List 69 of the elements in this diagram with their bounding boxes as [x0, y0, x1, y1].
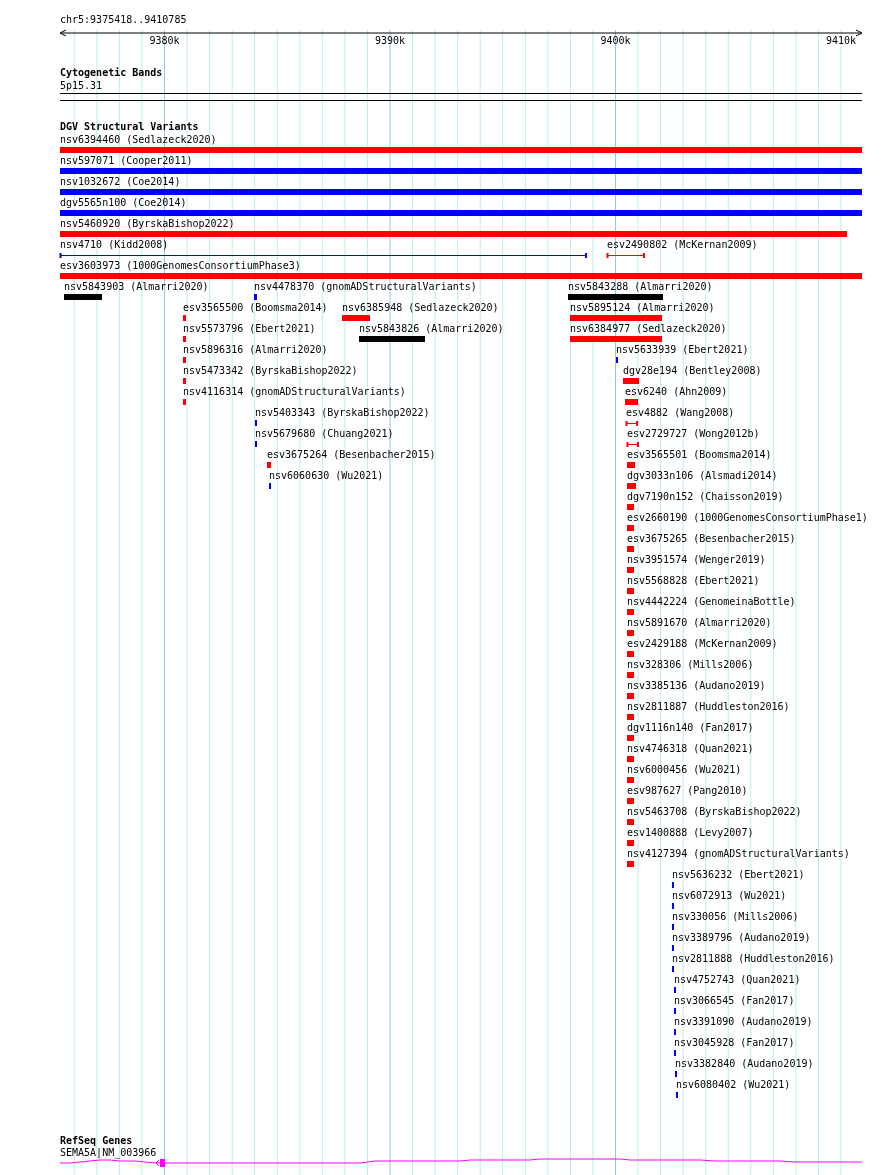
variant-label: nsv6080402 (Wu2021)	[676, 1079, 791, 1090]
variant-label: nsv4478370 (gnomADStructuralVariants)	[254, 281, 477, 292]
variant-label: nsv4127394 (gnomADStructuralVariants)	[627, 848, 850, 859]
variant-label: nsv2811887 (Huddleston2016)	[627, 701, 790, 712]
variant-label: nsv4442224 (GenomeinaBottle)	[627, 596, 796, 607]
variant-label: nsv5573796 (Ebert2021)	[183, 323, 316, 334]
variant-label: nsv5843903 (Almarri2020)	[64, 281, 209, 292]
variant-label: nsv5473342 (ByrskaBishop2022)	[183, 365, 358, 376]
variant-label: nsv5679680 (Chuang2021)	[255, 428, 394, 439]
variant-label: esv2729727 (Wong2012b)	[627, 428, 760, 439]
variant-label: esv4882 (Wang2008)	[626, 407, 735, 418]
variant-label: nsv5568828 (Ebert2021)	[627, 575, 760, 586]
variant-label: nsv328306 (Mills2006)	[627, 659, 754, 670]
variant-label: nsv597071 (Cooper2011)	[60, 155, 193, 166]
variant-label: esv3565501 (Boomsma2014)	[627, 449, 772, 460]
band-name: 5p15.31	[60, 80, 103, 91]
variant-label: nsv5403343 (ByrskaBishop2022)	[255, 407, 430, 418]
variant-label: esv3675265 (Besenbacher2015)	[627, 533, 796, 544]
variant-label: nsv5895124 (Almarri2020)	[570, 302, 715, 313]
tick-label: 9380k	[149, 35, 180, 46]
variant-label: nsv5891670 (Almarri2020)	[627, 617, 772, 628]
variant-label: esv6240 (Ahn2009)	[625, 386, 728, 397]
variant-label: nsv4116314 (gnomADStructuralVariants)	[183, 386, 406, 397]
variant-label: nsv3066545 (Fan2017)	[674, 995, 795, 1006]
variant-label: nsv6385948 (Sedlazeck2020)	[342, 302, 499, 313]
variant-label: esv2429188 (McKernan2009)	[627, 638, 778, 649]
variant-label: nsv5460920 (ByrskaBishop2022)	[60, 218, 235, 229]
variant-label: nsv5636232 (Ebert2021)	[672, 869, 805, 880]
variant-label: dgv1116n140 (Fan2017)	[627, 722, 754, 733]
variant-label: nsv4746318 (Quan2021)	[627, 743, 754, 754]
variant-label: nsv3951574 (Wenger2019)	[627, 554, 766, 565]
variant-label: nsv6384977 (Sedlazeck2020)	[570, 323, 727, 334]
variant-label: nsv5463708 (ByrskaBishop2022)	[627, 806, 802, 817]
tick-label: 9390k	[375, 35, 406, 46]
variant-label: nsv1032672 (Coe2014)	[60, 176, 181, 187]
variant-label: nsv3389796 (Audano2019)	[672, 932, 811, 943]
variant-label: nsv6000456 (Wu2021)	[627, 764, 742, 775]
variant-label: nsv6394460 (Sedlazeck2020)	[60, 134, 217, 145]
variant-label: dgv7190n152 (Chaisson2019)	[627, 491, 784, 502]
coordinate-range: chr5:9375418..9410785	[60, 14, 187, 25]
gene-label: SEMA5A|NM_003966	[60, 1147, 157, 1158]
variant-label: esv3603973 (1000GenomesConsortiumPhase3)	[60, 260, 301, 271]
variant-label: nsv5843826 (Almarri2020)	[359, 323, 504, 334]
variant-label: nsv2811888 (Huddleston2016)	[672, 953, 835, 964]
variant-label: nsv4752743 (Quan2021)	[674, 974, 801, 985]
variant-label: nsv6072913 (Wu2021)	[672, 890, 787, 901]
variant-label: nsv3391090 (Audano2019)	[674, 1016, 813, 1027]
variant-label: nsv5896316 (Almarri2020)	[183, 344, 328, 355]
variant-label: esv2660190 (1000GenomesConsortiumPhase1)	[627, 512, 868, 523]
variant-label: nsv6060630 (Wu2021)	[269, 470, 384, 481]
variant-label: esv1400888 (Levy2007)	[627, 827, 754, 838]
tick-label: 9400k	[600, 35, 631, 46]
variant-label: nsv3385136 (Audano2019)	[627, 680, 766, 691]
variant-label: dgv3033n106 (Alsmadi2014)	[627, 470, 778, 481]
variant-label: esv2490802 (McKernan2009)	[607, 239, 758, 250]
variant-label: nsv330056 (Mills2006)	[672, 911, 799, 922]
variant-label: esv3565500 (Boomsma2014)	[183, 302, 328, 313]
variant-label: dgv28e194 (Bentley2008)	[623, 365, 762, 376]
track-heading: Cytogenetic Bands	[60, 67, 163, 78]
variant-label: nsv5843288 (Almarri2020)	[568, 281, 713, 292]
variant-label: esv987627 (Pang2010)	[627, 785, 748, 796]
variant-label: esv3675264 (Besenbacher2015)	[267, 449, 436, 460]
variant-label: nsv3045928 (Fan2017)	[674, 1037, 795, 1048]
track-heading: DGV Structural Variants	[60, 121, 199, 132]
variant-label: dgv5565n100 (Coe2014)	[60, 197, 187, 208]
variant-label: nsv4710 (Kidd2008)	[60, 239, 169, 250]
variant-label: nsv5633939 (Ebert2021)	[616, 344, 749, 355]
variant-label: nsv3382840 (Audano2019)	[675, 1058, 814, 1069]
tick-label: 9410k	[826, 35, 857, 46]
